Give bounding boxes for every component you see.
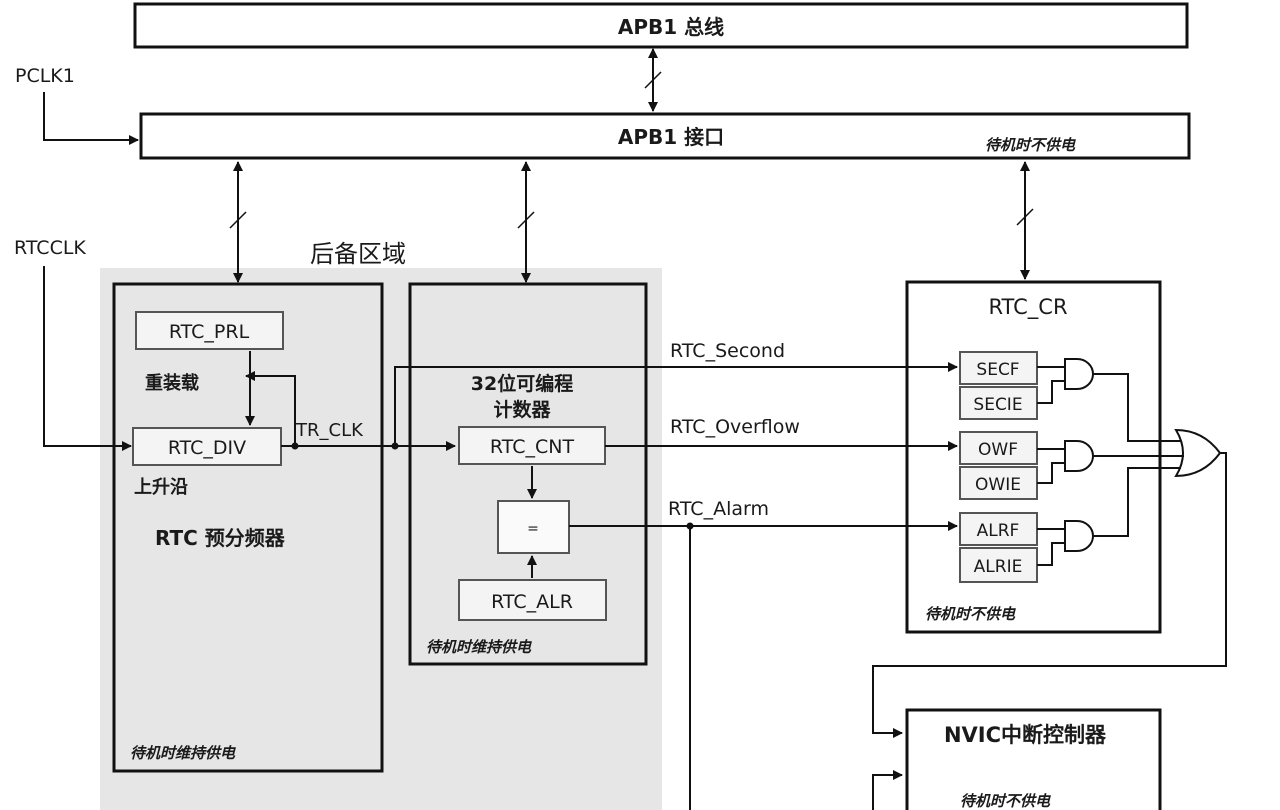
- or-gate: [1174, 428, 1222, 478]
- apb1-interface-label: APB1 接口: [618, 125, 724, 149]
- nvic-block: [905, 708, 1162, 810]
- or-gate-inputs: [1093, 373, 1184, 537]
- owie-label: OWIE: [975, 475, 1021, 495]
- tr-clk-reload-feedback: [245, 371, 296, 446]
- nvic-power-note: 待机时不供电: [960, 792, 1051, 810]
- secf-label: SECF: [976, 360, 1019, 380]
- alrf-label: ALRF: [977, 521, 1020, 541]
- rtcclk-line: [43, 266, 132, 451]
- alrie-box: [959, 547, 1038, 583]
- rtc-cr-flag-boxes: SECF SECIE OWF OWIE ALRF ALRIE: [959, 351, 1038, 583]
- rtcclk-label: RTCCLK: [14, 237, 86, 259]
- and-gate-inputs: [1037, 366, 1065, 566]
- rtc-div-box: [132, 427, 282, 466]
- apb1-bus-label: APB1 总线: [618, 15, 724, 39]
- rtc-div-label: RTC_DIV: [168, 437, 246, 459]
- rising-edge-label: 上升沿: [134, 477, 188, 498]
- alrf-box: [959, 512, 1038, 546]
- rtc-cnt-label: RTC_CNT: [490, 436, 575, 458]
- compare-symbol: =: [527, 521, 539, 537]
- counter-title-line2: 计数器: [493, 398, 551, 421]
- alrie-label: ALRIE: [974, 557, 1023, 577]
- owf-label: OWF: [978, 440, 1018, 460]
- rtc-cr-link-slash: [1016, 208, 1034, 226]
- rtc-overflow-label: RTC_Overflow: [670, 416, 800, 438]
- counter-block: [408, 282, 648, 666]
- and-gates: [1064, 358, 1094, 552]
- pclk1-label: PCLK1: [15, 65, 75, 87]
- reload-label: 重装载: [145, 372, 199, 394]
- bus-width-slash: [644, 71, 662, 89]
- second-nvic-input: [872, 770, 903, 810]
- apb1-interface-box: [139, 112, 1191, 160]
- interrupt-to-nvic-line: [872, 452, 1227, 738]
- backup-domain-title: 后备区域: [310, 240, 406, 268]
- rtc-prl-label: RTC_PRL: [169, 321, 250, 343]
- rtc-second-line: [394, 362, 958, 446]
- rtc-second-label: RTC_Second: [670, 340, 785, 362]
- prescaler-name: RTC 预分频器: [155, 526, 286, 550]
- apb1-interface-power-note: 待机时不供电: [985, 136, 1076, 154]
- pclk1-line: [43, 92, 139, 145]
- apb1-bus-box: [133, 2, 1189, 49]
- rtc-prl-box: [135, 311, 284, 350]
- nvic-title: NVIC中断控制器: [944, 723, 1107, 747]
- counter-link-slash: [517, 211, 535, 229]
- secie-label: SECIE: [973, 395, 1022, 415]
- and-gate-overflow: [1064, 440, 1094, 472]
- and-gate-alarm: [1064, 520, 1094, 552]
- counter-title-line1: 32位可编程: [471, 372, 573, 395]
- counter-power-note: 待机时维持供电: [426, 638, 532, 656]
- prescaler-power-note: 待机时维持供电: [130, 744, 236, 762]
- prescaler-link-slash: [229, 211, 247, 229]
- rtc-alarm-label: RTC_Alarm: [668, 498, 769, 520]
- tr-clk-label: TR_CLK: [295, 420, 364, 441]
- and-gate-second: [1064, 358, 1094, 390]
- compare-box: [497, 500, 570, 554]
- rtc-cr-title: RTC_CR: [988, 295, 1067, 320]
- rtc-alr-label: RTC_ALR: [491, 591, 573, 613]
- rtc-cr-power-note: 待机时不供电: [925, 605, 1016, 623]
- prescaler-block: [112, 282, 384, 773]
- rtc-alr-box: [458, 579, 607, 621]
